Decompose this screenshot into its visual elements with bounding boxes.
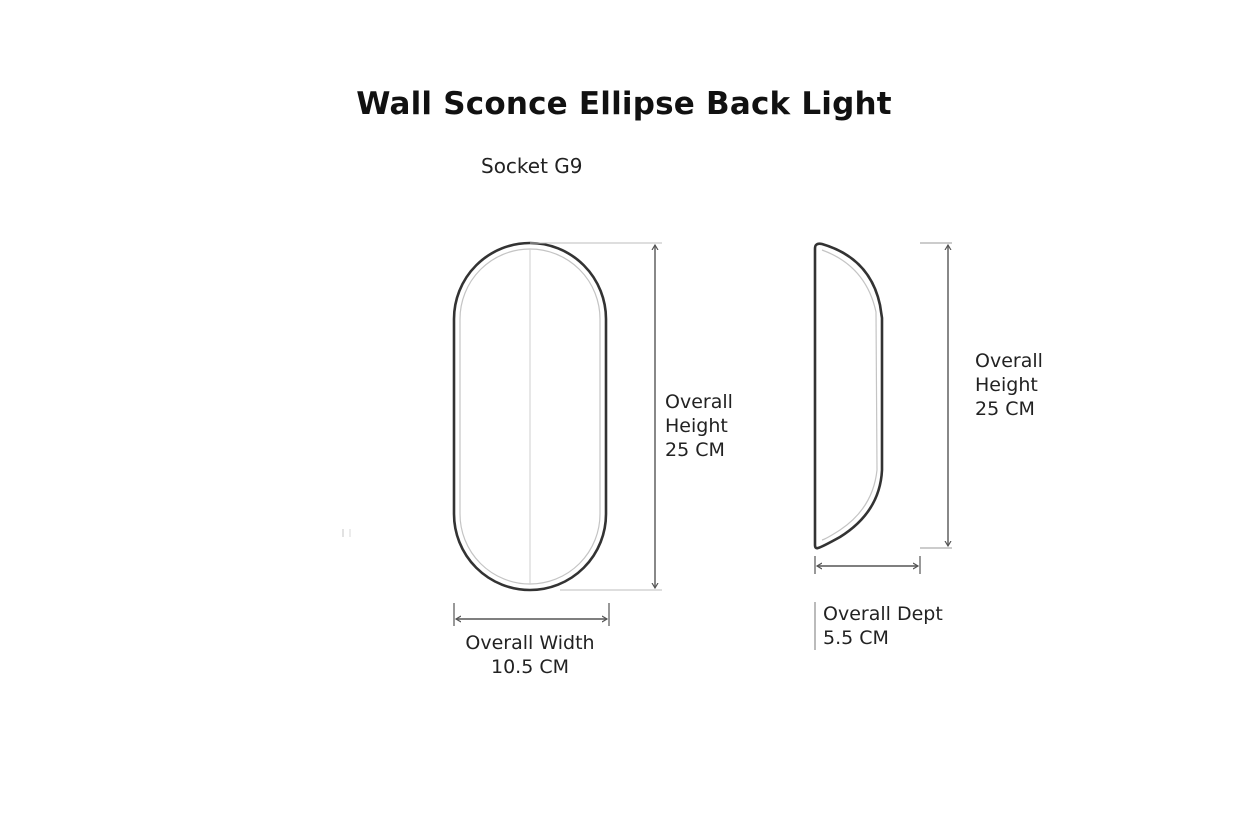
side-depth-label-line-1: Overall Dept <box>823 603 943 625</box>
front-height-label-line-1: Overall <box>665 391 733 413</box>
side-height-label-line-2: Height <box>975 374 1038 396</box>
front-height-label-line-3: 25 CM <box>665 439 725 461</box>
scan-marks <box>342 529 351 537</box>
side-depth-dimension <box>814 556 921 650</box>
side-height-dimension <box>920 242 952 549</box>
side-depth-label: Overall Dept 5.5 CM <box>823 602 943 650</box>
front-width-label: Overall Width 10.5 CM <box>440 631 620 679</box>
side-height-label-line-1: Overall <box>975 350 1043 372</box>
front-width-label-line-1: Overall Width <box>465 632 595 654</box>
front-height-label: Overall Height 25 CM <box>665 390 733 462</box>
diagram-title: Wall Sconce Ellipse Back Light <box>356 86 892 122</box>
front-height-label-line-2: Height <box>665 415 728 437</box>
socket-label: Socket G9 <box>481 154 583 178</box>
side-view-inner-outline <box>821 249 878 541</box>
front-width-dimension <box>453 603 610 626</box>
side-view-outer-outline <box>813 242 884 550</box>
front-view <box>452 241 608 592</box>
front-width-label-line-2: 10.5 CM <box>490 656 569 678</box>
side-view <box>813 242 884 550</box>
front-height-dimension <box>530 242 662 591</box>
side-depth-label-line-2: 5.5 CM <box>823 627 889 649</box>
side-height-label: Overall Height 25 CM <box>975 349 1043 421</box>
side-height-label-line-3: 25 CM <box>975 398 1035 420</box>
